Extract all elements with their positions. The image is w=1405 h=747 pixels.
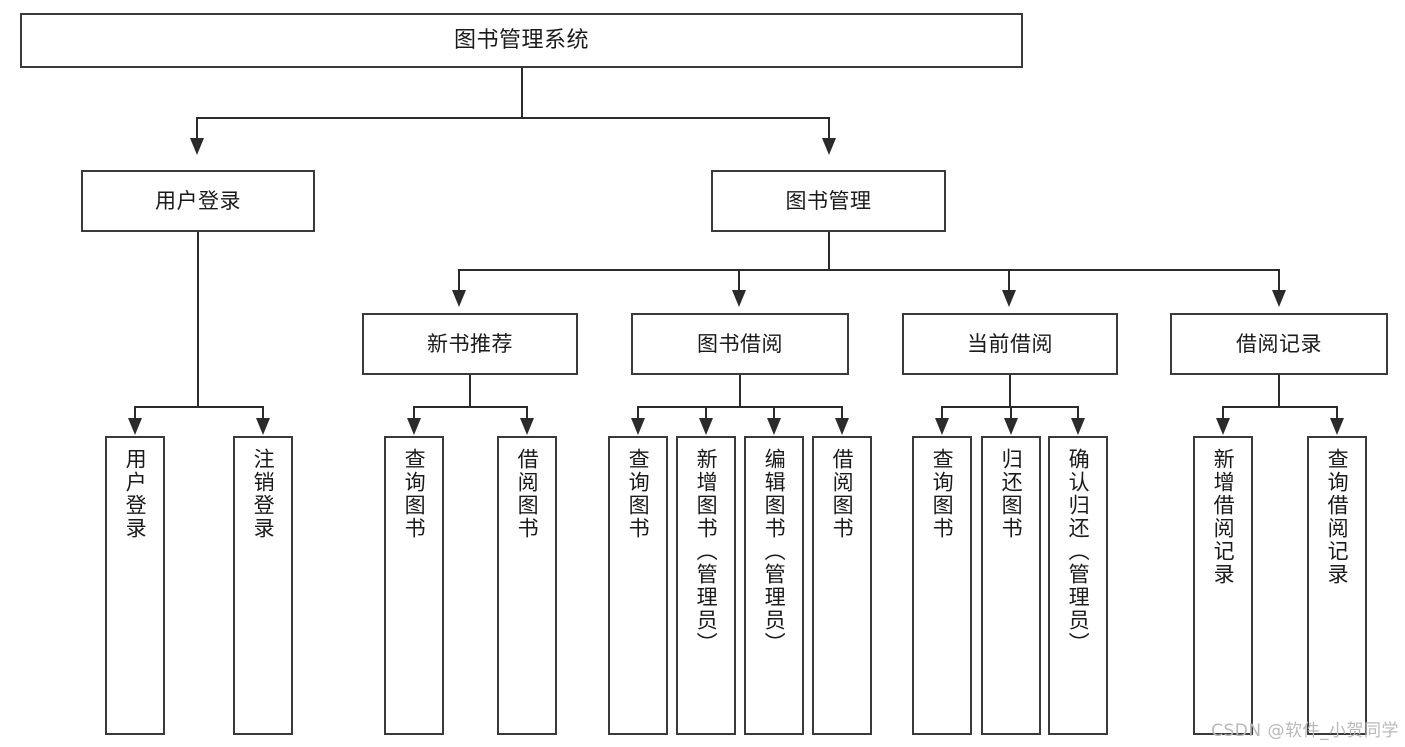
node-leaf-return-book[interactable]: 归还图书 bbox=[981, 436, 1041, 735]
node-leaf-query-borrow-record[interactable]: 查询借阅记录 bbox=[1307, 436, 1367, 735]
connector-drop-bb-leaf-3 bbox=[773, 406, 775, 420]
node-label: 借阅图书 bbox=[515, 448, 540, 540]
node-leaf-add-book-admin[interactable]: 新增图书（管理员） bbox=[676, 436, 736, 735]
node-label: 用户登录 bbox=[155, 188, 241, 213]
connector-drop-bb-leaf-4 bbox=[841, 406, 843, 420]
node-label: 图书借阅 bbox=[697, 331, 783, 356]
connector-drop-new-book-recommend bbox=[458, 269, 460, 293]
connector-borrow-record-stem bbox=[1278, 375, 1280, 407]
node-label: 查询图书 bbox=[930, 448, 955, 540]
node-label: 注销登录 bbox=[251, 448, 276, 540]
node-label: 新书推荐 bbox=[427, 331, 513, 356]
node-label: 归还图书 bbox=[999, 448, 1024, 540]
arrowhead-cb-leaf-1 bbox=[935, 418, 949, 435]
node-label: 查询借阅记录 bbox=[1325, 448, 1350, 586]
arrowhead-nbr-leaf-2 bbox=[520, 418, 534, 435]
connector-new-book-recommend-bus bbox=[413, 406, 528, 408]
node-label: 查询图书 bbox=[626, 448, 651, 540]
arrowhead-current-borrow bbox=[1002, 290, 1016, 307]
node-leaf-query-book-borrow[interactable]: 查询图书 bbox=[608, 436, 668, 735]
arrowhead-nbr-leaf-1 bbox=[407, 418, 421, 435]
node-current-borrow[interactable]: 当前借阅 bbox=[902, 313, 1118, 375]
node-leaf-edit-book-admin[interactable]: 编辑图书（管理员） bbox=[744, 436, 804, 735]
connector-drop-book-management bbox=[828, 117, 830, 141]
node-label: 当前借阅 bbox=[967, 331, 1053, 356]
node-label: 编辑图书（管理员） bbox=[762, 448, 787, 655]
arrowhead-user-login-leaf-2 bbox=[256, 418, 270, 435]
arrowhead-cb-leaf-2 bbox=[1004, 418, 1018, 435]
arrowhead-borrow-record bbox=[1272, 290, 1286, 307]
connector-borrow-record-bus bbox=[1222, 406, 1338, 408]
connector-root-stem bbox=[521, 68, 523, 118]
connector-level1-bus bbox=[196, 117, 830, 119]
arrowhead-bb-leaf-3 bbox=[767, 418, 781, 435]
connector-drop-bb-leaf-2 bbox=[705, 406, 707, 420]
node-label: 图书管理 bbox=[785, 188, 872, 213]
node-leaf-borrow-book-recommend[interactable]: 借阅图书 bbox=[497, 436, 557, 735]
connector-level2-bus bbox=[458, 269, 1280, 271]
connector-drop-cb-leaf-1 bbox=[941, 406, 943, 420]
connector-drop-current-borrow bbox=[1008, 269, 1010, 293]
node-root-book-management-system[interactable]: 图书管理系统 bbox=[20, 13, 1023, 68]
node-leaf-logout[interactable]: 注销登录 bbox=[233, 436, 293, 735]
node-leaf-query-book-current[interactable]: 查询图书 bbox=[912, 436, 972, 735]
arrowhead-br-leaf-2 bbox=[1330, 418, 1344, 435]
node-leaf-confirm-return-admin[interactable]: 确认归还（管理员） bbox=[1048, 436, 1108, 735]
connector-current-borrow-stem bbox=[1009, 375, 1011, 407]
connector-drop-book-borrow bbox=[738, 269, 740, 293]
connector-drop-nbr-leaf-2 bbox=[526, 406, 528, 420]
connector-drop-bb-leaf-1 bbox=[637, 406, 639, 420]
node-book-management[interactable]: 图书管理 bbox=[711, 170, 946, 232]
node-label: 图书管理系统 bbox=[453, 27, 589, 53]
connector-drop-cb-leaf-2 bbox=[1010, 406, 1012, 420]
arrowhead-user-login bbox=[190, 138, 204, 155]
arrowhead-user-login-leaf-1 bbox=[128, 418, 142, 435]
node-label: 用户登录 bbox=[123, 448, 148, 540]
node-borrow-record[interactable]: 借阅记录 bbox=[1170, 313, 1388, 375]
connector-book-borrow-bus bbox=[637, 406, 843, 408]
node-label: 新增图书（管理员） bbox=[694, 448, 719, 655]
connector-new-book-recommend-stem bbox=[469, 375, 471, 407]
connector-user-login-stem bbox=[197, 232, 199, 407]
arrowhead-br-leaf-1 bbox=[1216, 418, 1230, 435]
node-leaf-borrow-book[interactable]: 借阅图书 bbox=[812, 436, 872, 735]
node-leaf-user-login[interactable]: 用户登录 bbox=[105, 436, 165, 735]
node-leaf-add-borrow-record[interactable]: 新增借阅记录 bbox=[1193, 436, 1253, 735]
arrowhead-book-management bbox=[822, 138, 836, 155]
watermark-text: CSDN @软件_小贺同学 bbox=[1211, 721, 1399, 741]
arrowhead-bb-leaf-1 bbox=[631, 418, 645, 435]
connector-drop-user-login-leaf-1 bbox=[134, 406, 136, 420]
connector-drop-cb-leaf-3 bbox=[1077, 406, 1079, 420]
arrowhead-cb-leaf-3 bbox=[1071, 418, 1085, 435]
connector-user-login-bus bbox=[134, 406, 262, 408]
arrowhead-new-book-recommend bbox=[452, 290, 466, 307]
connector-drop-user-login-leaf-2 bbox=[262, 406, 264, 420]
node-user-login[interactable]: 用户登录 bbox=[81, 170, 315, 232]
connector-book-management-stem bbox=[828, 232, 830, 270]
node-label: 确认归还（管理员） bbox=[1066, 448, 1091, 655]
connector-drop-user-login bbox=[196, 117, 198, 141]
connector-drop-borrow-record bbox=[1278, 269, 1280, 293]
node-label: 借阅记录 bbox=[1236, 331, 1322, 356]
node-label: 新增借阅记录 bbox=[1211, 448, 1236, 586]
node-label: 借阅图书 bbox=[830, 448, 855, 540]
connector-drop-br-leaf-1 bbox=[1222, 406, 1224, 420]
arrowhead-bb-leaf-2 bbox=[699, 418, 713, 435]
node-label: 查询图书 bbox=[402, 448, 427, 540]
connector-drop-nbr-leaf-1 bbox=[413, 406, 415, 420]
node-leaf-query-book-recommend[interactable]: 查询图书 bbox=[384, 436, 444, 735]
arrowhead-book-borrow bbox=[732, 290, 746, 307]
connector-drop-br-leaf-2 bbox=[1336, 406, 1338, 420]
connector-book-borrow-stem bbox=[739, 375, 741, 407]
node-book-borrow[interactable]: 图书借阅 bbox=[631, 313, 849, 375]
arrowhead-bb-leaf-4 bbox=[835, 418, 849, 435]
node-new-book-recommend[interactable]: 新书推荐 bbox=[362, 313, 578, 375]
